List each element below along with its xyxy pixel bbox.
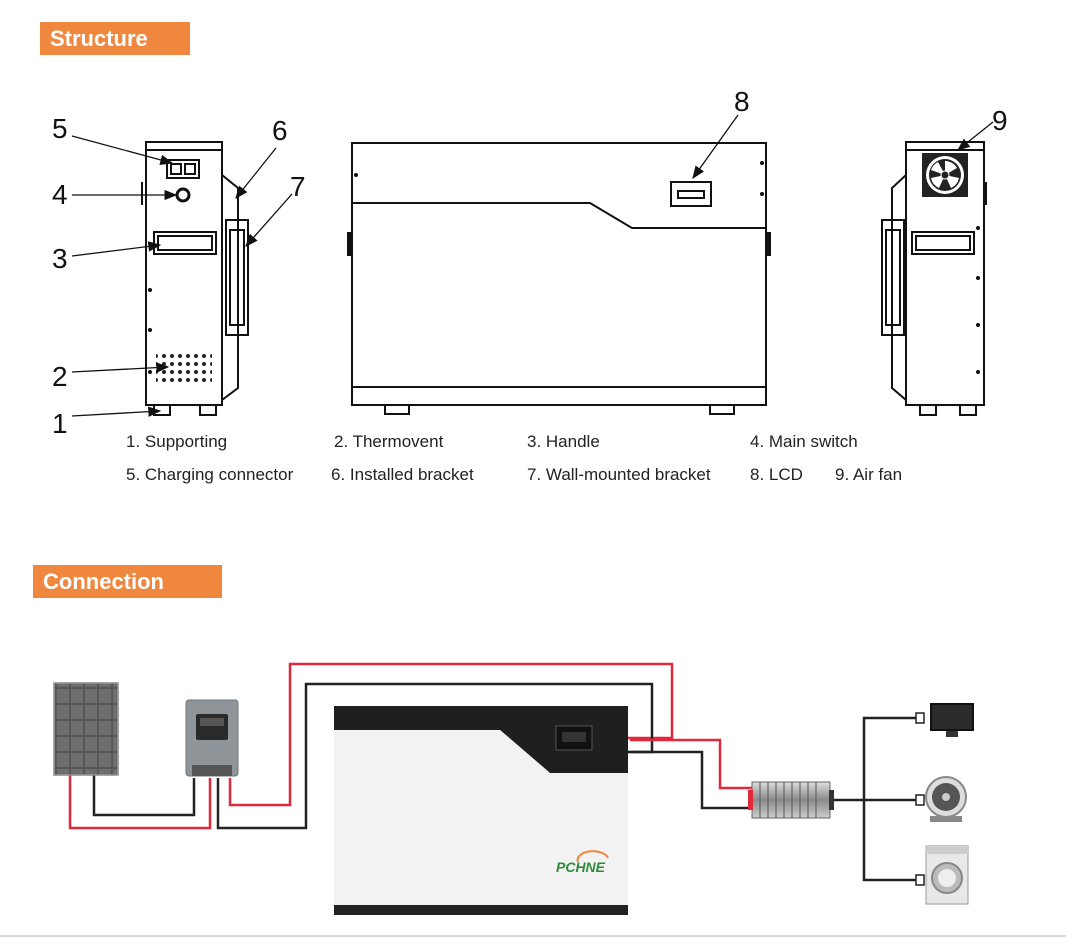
legend-item-lcd: 8. LCD [750,465,803,484]
load-plugs [915,712,925,886]
washing-machine-icon [925,845,969,905]
callout-7: 7 [290,171,306,202]
wiring [68,662,918,882]
monitor-icon [930,703,974,737]
legend-item-wall-mounted-bracket: 7. Wall-mounted bracket [527,465,711,484]
callout-5: 5 [52,113,68,144]
legend-item-main-switch: 4. Main switch [750,432,858,451]
callout-1: 1 [52,408,68,439]
front-view [347,142,771,415]
side-view-left [141,141,249,416]
callout-4: 4 [52,179,68,210]
legend-item-thermovent: 2. Thermovent [334,432,444,451]
legend-item-installed-bracket: 6. Installed bracket [331,465,474,484]
side-view-left-screws [148,288,152,374]
callout-9: 9 [992,105,1008,136]
solar-panel [53,682,119,776]
legend-item-charging-connector: 5. Charging connector [126,465,294,484]
callout-2: 2 [52,361,68,392]
legend-item-handle: 3. Handle [527,432,600,451]
callout-8: 8 [734,86,750,117]
bottom-divider [0,935,1066,937]
side-view-right-screws [976,226,980,374]
structure-section-title: Structure [40,22,190,55]
legend-item-supporting: 1. Supporting [126,432,228,451]
air-fan-graphic [922,153,968,197]
legend-item-air-fan: 9. Air fan [835,465,903,484]
callout-3: 3 [52,243,68,274]
callout-6: 6 [272,115,288,146]
front-view-screws [354,161,764,196]
connection-section-title: Connection [33,565,222,598]
brand-logo: PCHNE [556,859,606,875]
charge-controller [185,699,239,777]
callout-leaders [71,114,994,417]
fan-icon [925,776,967,822]
battery-unit: PCHNE [334,706,628,915]
inverter [748,781,834,819]
